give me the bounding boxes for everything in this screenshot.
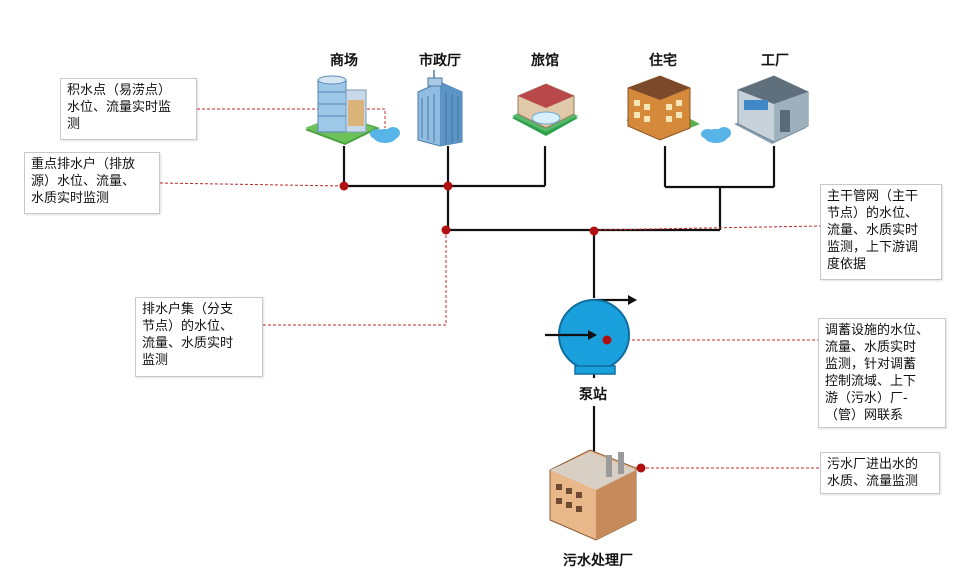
leader-lines <box>159 108 821 469</box>
building-label-residence: 住宅 <box>649 53 677 69</box>
note-key-discharger: 重点排水户（排放 源）水位、流量、 水质实时监测 <box>24 152 160 214</box>
treatment-plant-icon <box>549 449 637 541</box>
note-storage: 调蓄设施的水位、 流量、水质实时 监测，针对调蓄 控制流域、上下 游（污水）厂-… <box>818 318 946 428</box>
cloud-icon-mall <box>370 127 400 143</box>
building-label-cityhall: 市政厅 <box>419 53 461 69</box>
pump-icon <box>545 295 637 375</box>
sensor-dot-branch <box>441 225 451 235</box>
note-plant-io: 污水厂进出水的 水质、流量监测 <box>820 452 940 494</box>
sensor-dot-cityhall <box>443 181 453 191</box>
building-label-hotel: 旅馆 <box>531 53 559 69</box>
building-label-mall: 商场 <box>330 53 358 69</box>
residence-building-icon <box>626 75 700 141</box>
mall-building-icon <box>305 75 380 145</box>
pump-station-label: 泵站 <box>579 387 607 403</box>
leader-trunk-node <box>593 225 821 231</box>
leader-key-discharger <box>159 182 345 187</box>
sensor-dot-mall <box>339 181 349 191</box>
leader-branch-node <box>263 230 447 326</box>
hotel-building-icon <box>512 83 578 136</box>
sensor-dot-trunk <box>589 226 599 236</box>
pipe-network <box>342 146 776 455</box>
note-ponding: 积水点（易涝点） 水位、流量实时监 测 <box>60 78 197 140</box>
sensor-dot-plant <box>636 463 646 473</box>
sensor-points <box>339 181 646 473</box>
factory-building-icon <box>734 75 809 144</box>
sensor-dot-pump <box>602 335 612 345</box>
building-label-factory: 工厂 <box>761 53 789 69</box>
note-trunk-node: 主干管网（主干 节点）的水位、 流量、水质实时 监测，上下游调 度依据 <box>820 184 942 280</box>
leader-ponding <box>197 108 386 128</box>
treatment-plant-label: 污水处理厂 <box>563 553 633 569</box>
cloud-icon-residence <box>701 127 731 143</box>
cityhall-building-icon <box>417 70 463 147</box>
note-branch-node: 排水户集（分支 节点）的水位、 流量、水质实时 监测 <box>135 297 263 377</box>
